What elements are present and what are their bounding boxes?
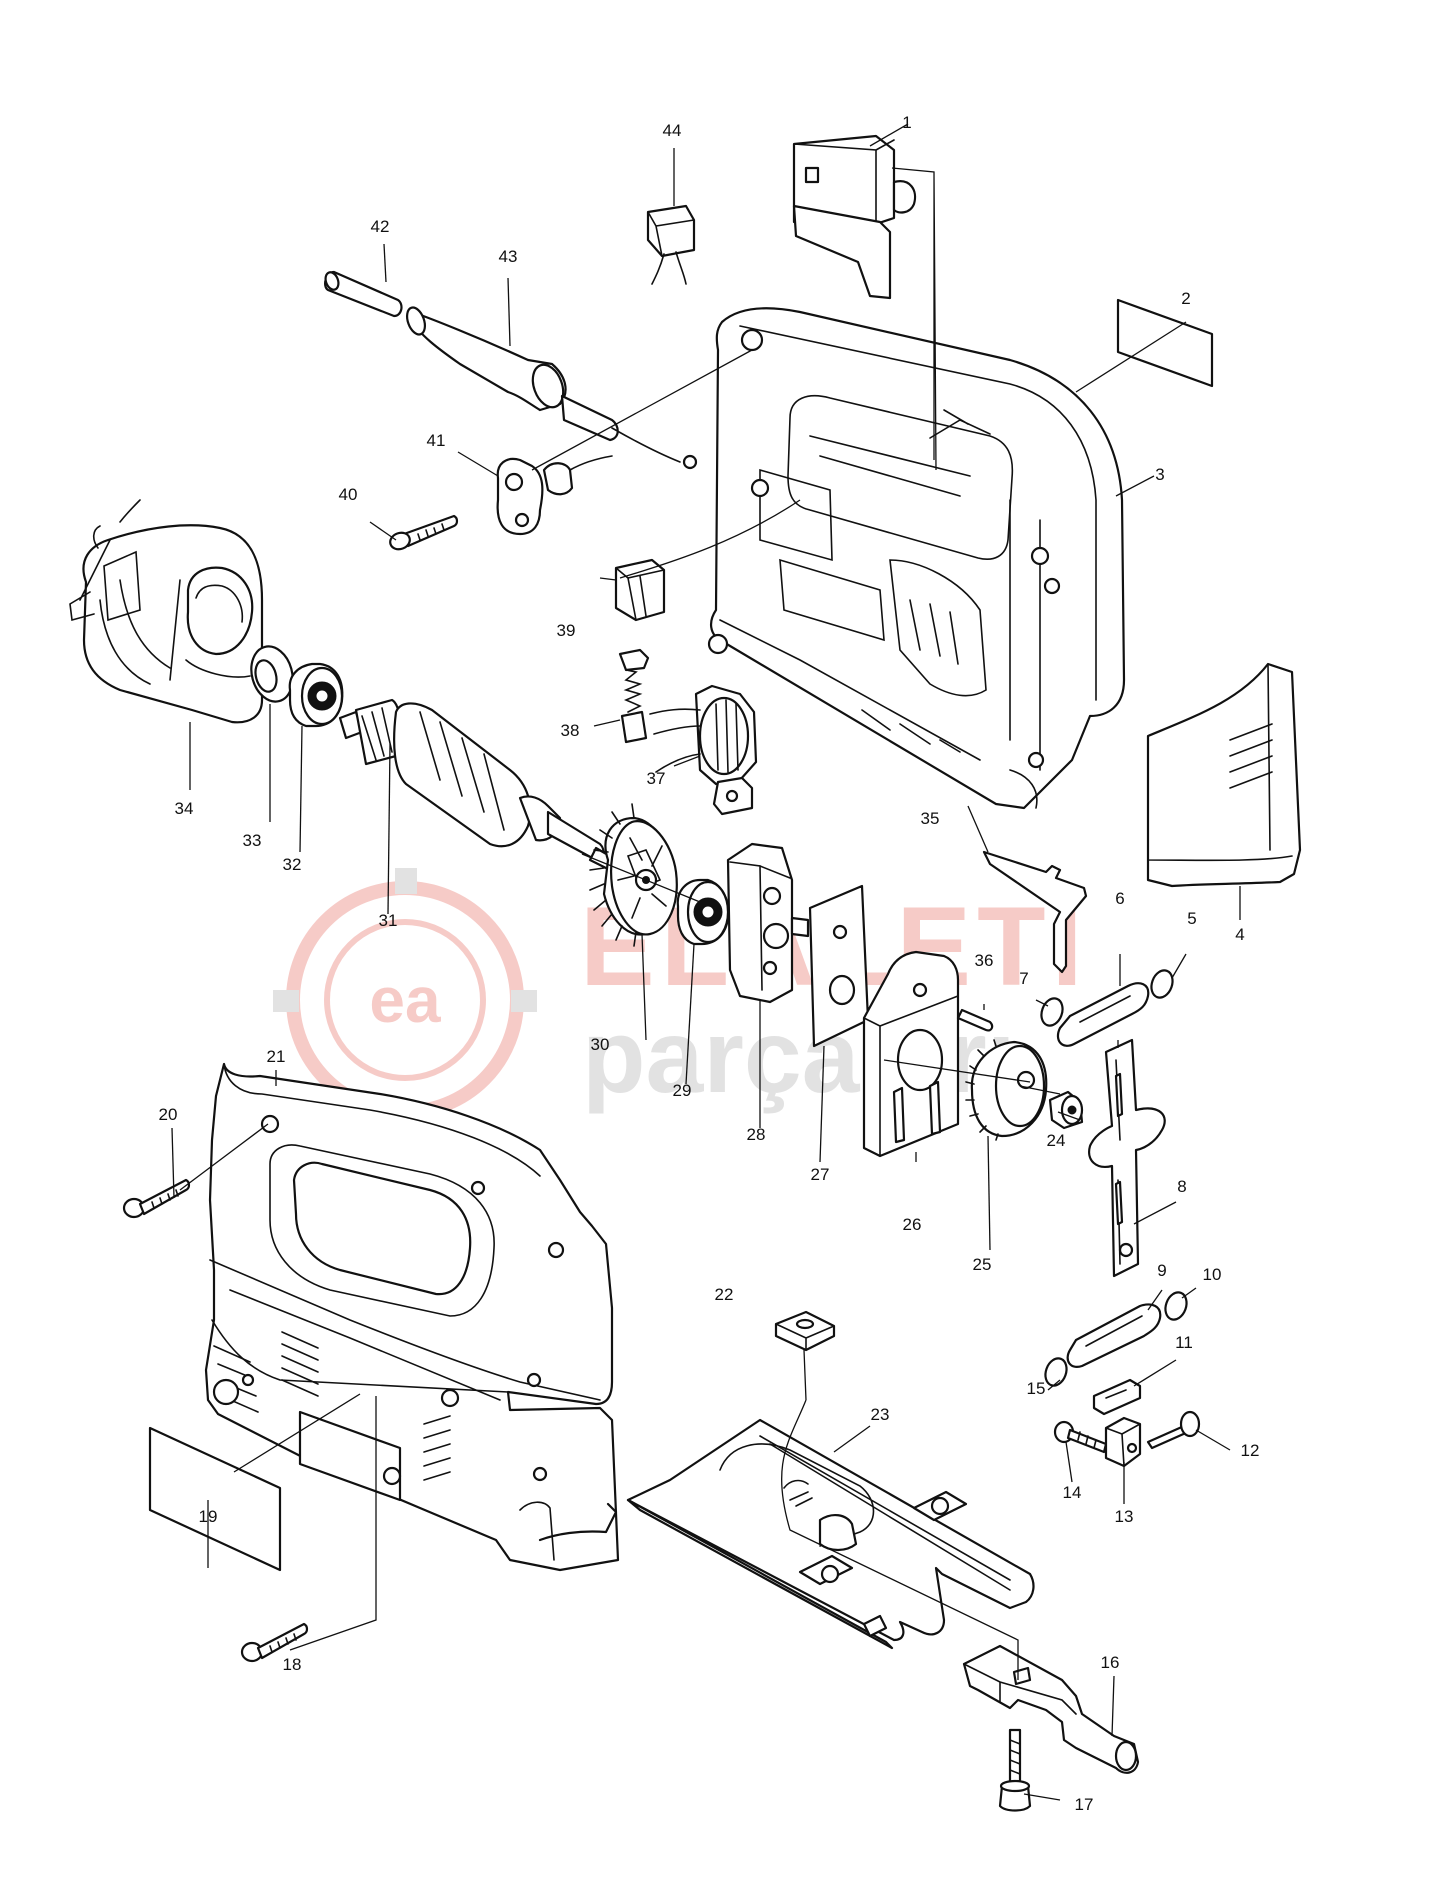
- callout-37: 37: [647, 769, 666, 788]
- part-15-felt-ring: [1044, 1357, 1068, 1387]
- watermark-logo-letters: ea: [369, 964, 441, 1036]
- callout-16: 16: [1101, 1653, 1120, 1672]
- callout-3: 3: [1155, 465, 1164, 484]
- part-39-noise-suppressor: [614, 558, 666, 622]
- part-35-spring-plate: [982, 850, 1088, 974]
- part-34-field-stator: [69, 499, 264, 724]
- callout-31: 31: [379, 911, 398, 930]
- callout-numbers: 1 2 3 4 5 6 7 8 9 10 11 12 13 14 15 16 1…: [159, 113, 1260, 1814]
- callout-5: 5: [1187, 909, 1196, 928]
- part-2-label: [1116, 298, 1214, 388]
- callout-41: 41: [427, 431, 446, 450]
- callout-26: 26: [903, 1215, 922, 1234]
- part-19-label: [148, 1426, 282, 1572]
- callout-18: 18: [283, 1655, 302, 1674]
- part-36-pin: [956, 1008, 994, 1032]
- callout-28: 28: [747, 1125, 766, 1144]
- callout-29: 29: [673, 1081, 692, 1100]
- part-37-brush-holder: [649, 684, 758, 816]
- part-5-felt-ring: [1150, 969, 1174, 999]
- part-27-gasket-plate: [808, 884, 870, 1048]
- part-29-ball-bearing: [676, 878, 730, 946]
- callout-11: 11: [1175, 1333, 1193, 1352]
- callout-13: 13: [1115, 1507, 1134, 1526]
- part-40-screw: [389, 514, 459, 551]
- part-31-armature: [338, 698, 622, 874]
- callout-17: 17: [1075, 1795, 1094, 1814]
- callout-14: 14: [1063, 1483, 1082, 1502]
- callout-2: 2: [1181, 289, 1190, 308]
- callout-24: 24: [1047, 1131, 1066, 1150]
- callout-36: 36: [975, 951, 994, 970]
- callout-15: 15: [1027, 1379, 1046, 1398]
- part-8-slider-plunger: [1088, 1038, 1166, 1278]
- callout-38: 38: [561, 721, 580, 740]
- callout-40: 40: [339, 485, 358, 504]
- part-21-housing-left: [204, 1062, 620, 1572]
- part-9-slider-guide: [1066, 1303, 1162, 1368]
- callout-12: 12: [1241, 1441, 1260, 1460]
- part-17-screw: [998, 1728, 1032, 1812]
- part-38-carbon-brush: [618, 648, 650, 744]
- callout-44: 44: [663, 121, 682, 140]
- callout-21: 21: [267, 1047, 286, 1066]
- part-32-ball-bearing: [288, 662, 344, 728]
- callout-4: 4: [1235, 925, 1244, 944]
- part-3-housing-right: [707, 307, 1126, 810]
- part-41-cord-clamp: [496, 455, 613, 536]
- part-11-guide-holder: [1092, 1378, 1142, 1416]
- part-24-roller: [1048, 1090, 1084, 1130]
- callout-35: 35: [921, 809, 940, 828]
- part-43-cord-guard: [405, 306, 698, 470]
- part-12-hex-screw: [1146, 1410, 1201, 1450]
- part-6-slider-guide: [1056, 982, 1150, 1047]
- callout-23: 23: [871, 1405, 890, 1424]
- callout-39: 39: [557, 621, 576, 640]
- callout-42: 42: [371, 217, 390, 236]
- callout-7: 7: [1019, 969, 1028, 988]
- part-1-switch: [792, 134, 917, 300]
- callout-8: 8: [1177, 1177, 1186, 1196]
- callout-19: 19: [199, 1507, 218, 1526]
- part-23-base: [626, 1418, 1035, 1650]
- callout-9: 9: [1157, 1261, 1166, 1280]
- part-14-screw: [1053, 1420, 1108, 1454]
- callout-34: 34: [175, 799, 194, 818]
- part-42-pin: [324, 270, 403, 318]
- part-16-blade-holder-lever: [962, 1644, 1140, 1774]
- callout-30: 30: [591, 1035, 610, 1054]
- part-22-square-nut: [774, 1310, 836, 1352]
- callout-25: 25: [973, 1255, 992, 1274]
- callout-43: 43: [499, 247, 518, 266]
- callout-22: 22: [715, 1285, 734, 1304]
- part-28-bearing-box: [726, 842, 810, 1004]
- callout-1: 1: [902, 113, 911, 132]
- callout-6: 6: [1115, 889, 1124, 908]
- callout-20: 20: [159, 1105, 178, 1124]
- callout-27: 27: [811, 1165, 830, 1184]
- callout-32: 32: [283, 855, 302, 874]
- part-10-felt-ring: [1164, 1291, 1188, 1321]
- part-20-screw: [122, 1178, 191, 1219]
- part-33-ring: [250, 645, 294, 703]
- callout-10: 10: [1203, 1265, 1222, 1284]
- watermark: ea ELALETI parçaları: [273, 868, 1083, 1132]
- part-13-blade-clamp: [1104, 1416, 1142, 1468]
- part-44-capacitor: [646, 204, 696, 285]
- part-4-rear-cover: [1146, 662, 1302, 888]
- leader-lines: [171, 123, 1241, 1801]
- part-18-screw: [240, 1622, 309, 1663]
- part-26-guide-plate: [862, 950, 960, 1158]
- callout-33: 33: [243, 831, 262, 850]
